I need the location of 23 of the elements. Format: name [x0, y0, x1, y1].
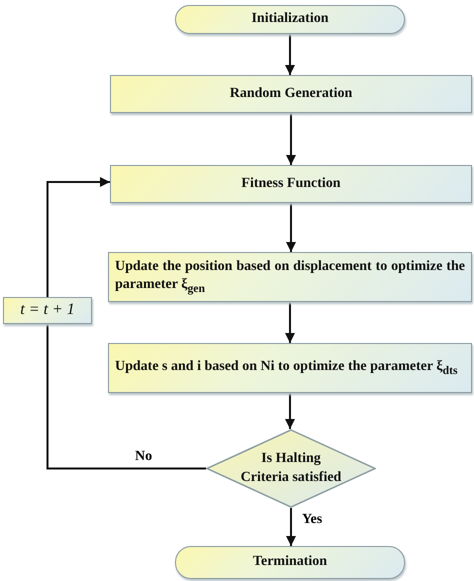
- equation: t = t + 1: [20, 300, 75, 320]
- arrow: [285, 34, 295, 75]
- node-label: Initialization: [251, 10, 328, 28]
- process-box: [110, 165, 472, 203]
- process-box: [108, 343, 472, 393]
- process-box: [108, 252, 472, 302]
- node-label: Termination: [252, 553, 328, 572]
- process-box: [3, 297, 92, 324]
- arrow: [286, 508, 296, 546]
- arrow: [46, 177, 110, 297]
- node-label: Update the position based on displacement to optimize the parameter ξ$_{gen}$: [115, 258, 465, 296]
- decision-diamond: [206, 429, 376, 508]
- arrow: [285, 393, 295, 429]
- arrow: [285, 302, 295, 343]
- node-label: Random Generation: [230, 84, 352, 103]
- process-box: [110, 75, 472, 113]
- node-label: Fitness Function: [241, 174, 341, 193]
- arrow: [286, 113, 296, 165]
- terminal-box: [175, 546, 405, 579]
- node-label: Is Halting Criteria satisfied: [240, 450, 342, 486]
- terminal-box: [175, 5, 405, 34]
- node-label: Update s and i based on Ni to optimize the parameter ξ$_{dts}$: [115, 358, 458, 378]
- arrow: [286, 203, 296, 252]
